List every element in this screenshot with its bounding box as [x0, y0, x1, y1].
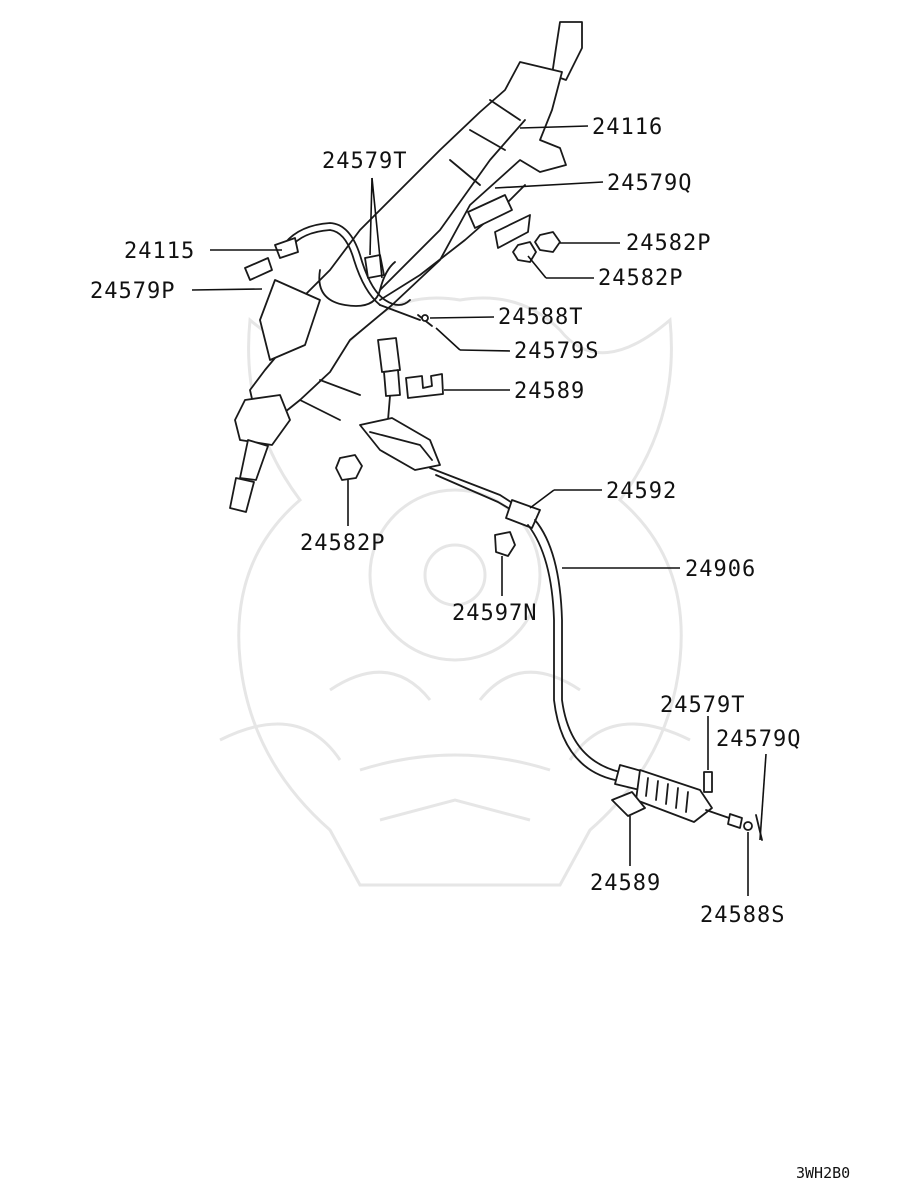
part-label: 24579P	[90, 279, 175, 304]
part-label: 24588T	[498, 305, 583, 330]
part-label: 24579Q	[716, 727, 801, 752]
part-label: 24115	[124, 239, 195, 264]
part-label: 24582P	[300, 531, 385, 556]
small-parts	[335, 231, 763, 841]
shift-cables	[244, 119, 531, 307]
part-label: 24579S	[514, 339, 599, 364]
part-label: 24592	[606, 479, 677, 504]
watermark-emblem	[219, 296, 691, 887]
steering-column	[229, 21, 583, 513]
part-label: 24116	[592, 115, 663, 140]
part-label: 24597N	[452, 601, 537, 626]
part-label: 24579T	[660, 693, 745, 718]
leader-lines	[191, 125, 767, 896]
part-label: 24906	[685, 557, 756, 582]
selector-cable	[359, 337, 743, 829]
part-label: 24582P	[626, 231, 711, 256]
part-label: 24589	[514, 379, 585, 404]
part-label: 24588S	[700, 903, 785, 928]
part-label: 24579T	[322, 149, 407, 174]
part-label: 24589	[590, 871, 661, 896]
part-label: 24582P	[598, 266, 683, 291]
diagram-code: 3WH2B0	[796, 1164, 850, 1182]
part-label: 24579Q	[607, 171, 692, 196]
part-number-labels: 24116 24579T 24579Q 24115 24582P 24579P …	[90, 115, 801, 928]
